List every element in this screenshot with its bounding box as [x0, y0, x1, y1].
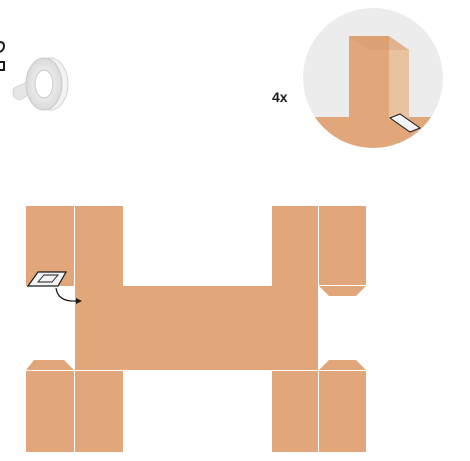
- cropped-step-number: [0, 41, 6, 71]
- tape-application-indicator: [26, 271, 82, 304]
- arrow-icon: [55, 287, 77, 302]
- flap-top-right-inner: [272, 206, 318, 286]
- flap-top-right-outer: [319, 206, 366, 296]
- tape-piece-icon: [26, 271, 68, 287]
- flap-bottom-right-outer: [319, 360, 366, 452]
- flap-bottom-left-outer: [26, 360, 74, 452]
- multiplier-label: 4x: [272, 89, 288, 105]
- flap-bottom-left-inner: [75, 371, 123, 452]
- flap-top-left-inner: [75, 206, 123, 286]
- tape-roll-icon: [12, 57, 69, 111]
- tape-strip: [388, 113, 422, 133]
- wall-side-face: [389, 36, 409, 124]
- wall-front-face: [349, 36, 389, 120]
- base-panel: [75, 286, 318, 370]
- cardboard-net: [26, 206, 366, 452]
- corner-detail-circle: [303, 8, 443, 148]
- flap-bottom-right-inner: [272, 371, 318, 452]
- floor-surface: [303, 117, 443, 148]
